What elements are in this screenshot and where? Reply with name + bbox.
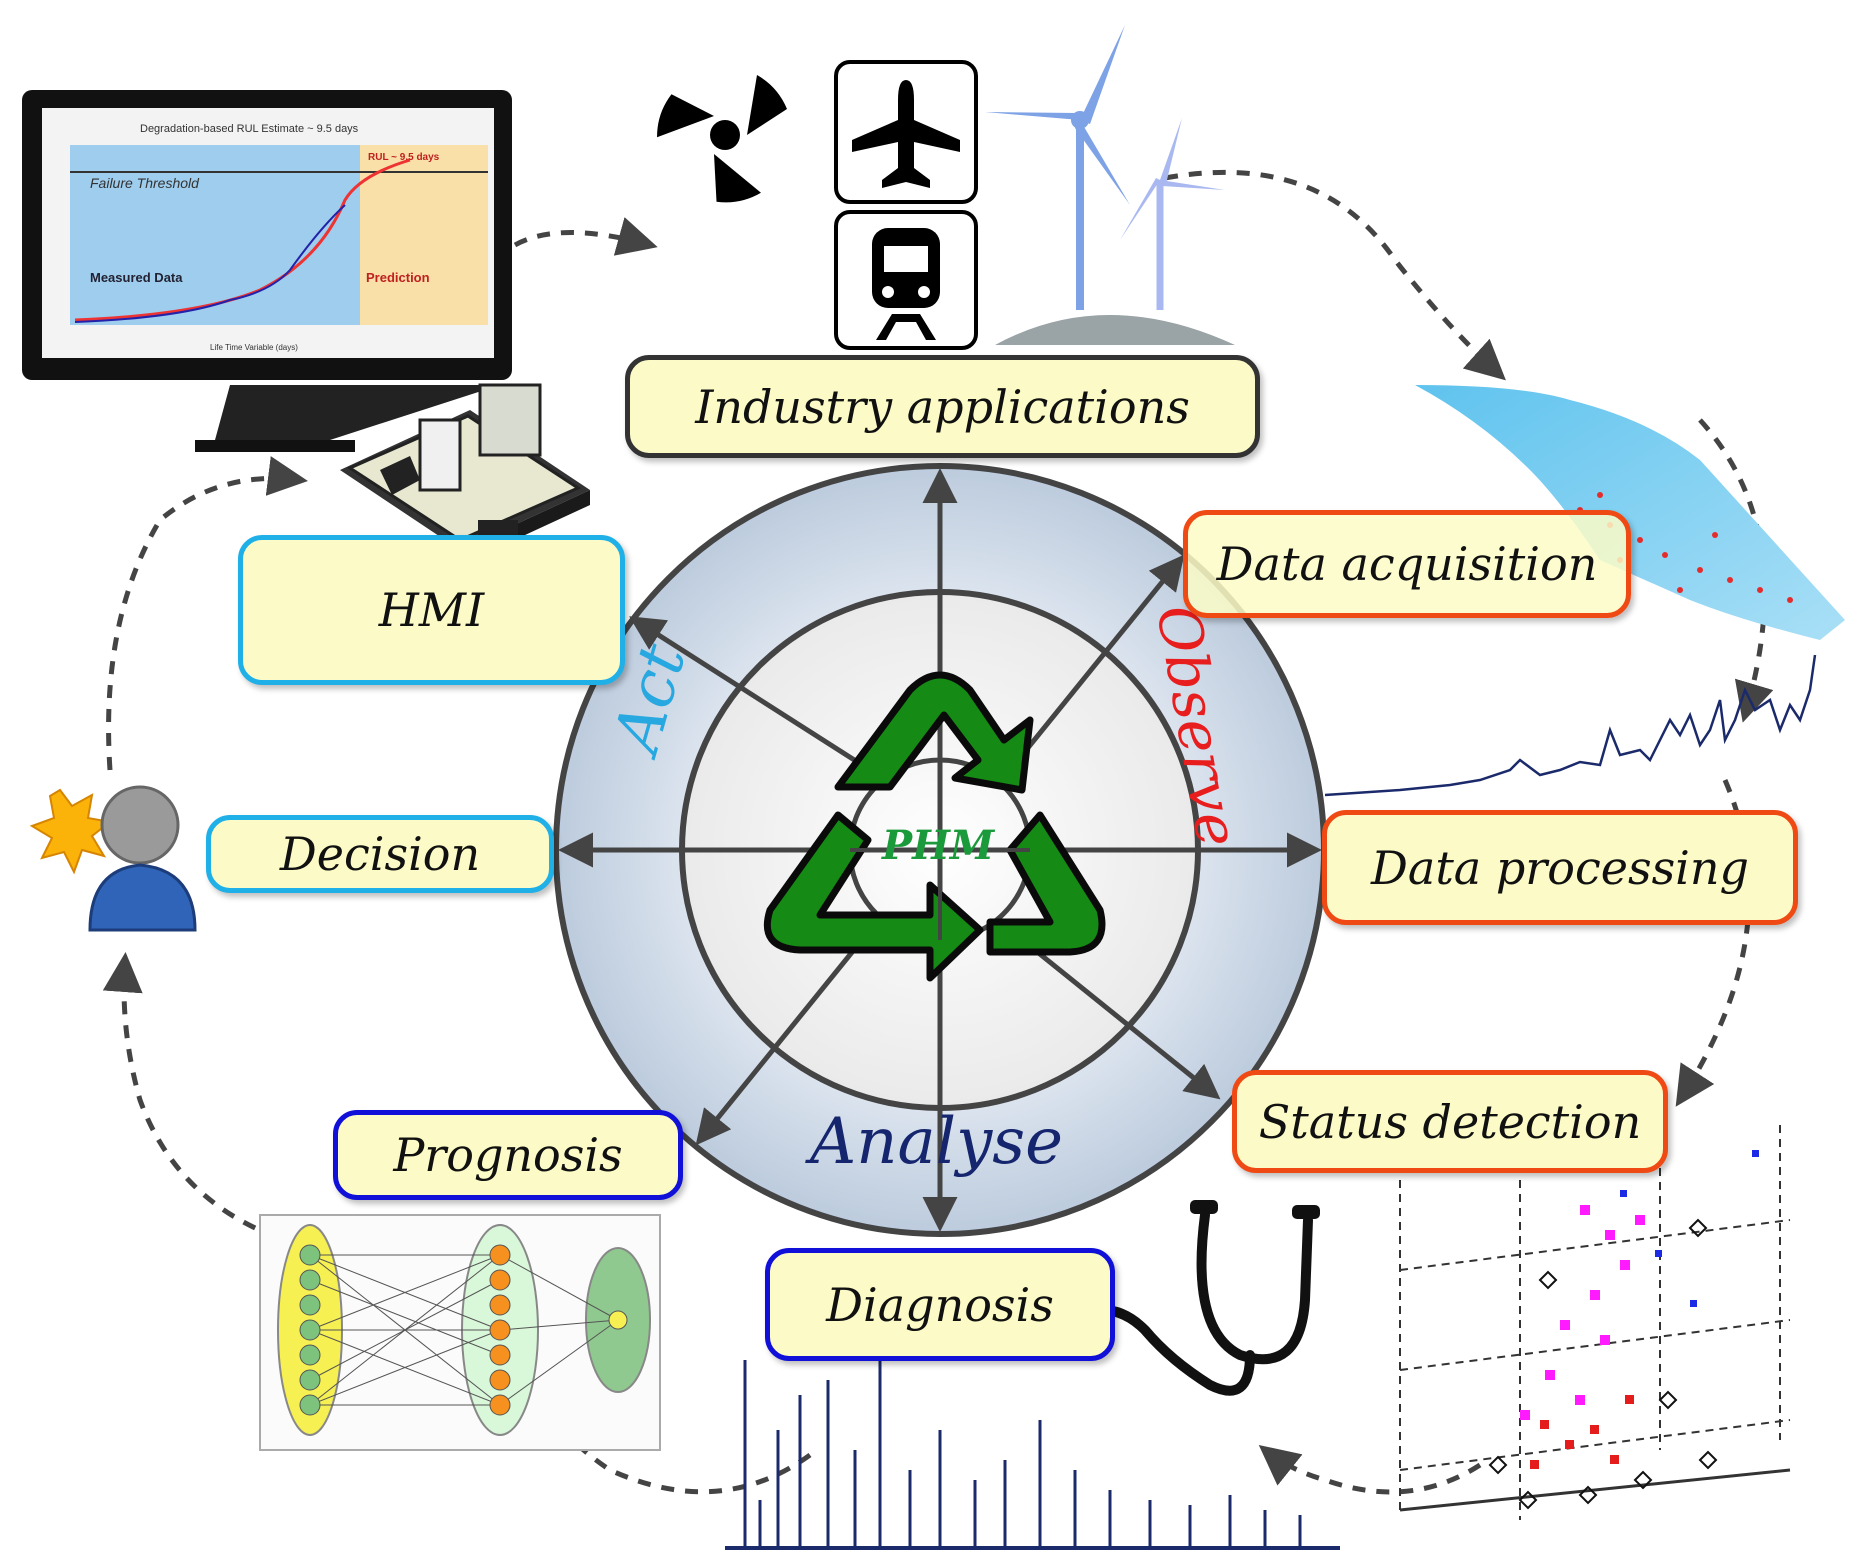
- airplane-icon: [834, 60, 978, 204]
- neural-network-icon: [259, 1214, 661, 1451]
- monitor-chart-text: Degradation-based RUL Estimate ~ 9.5 day…: [90, 123, 440, 352]
- box-status-detection[interactable]: Status detection: [1232, 1070, 1668, 1173]
- train-icon: [834, 210, 978, 350]
- trend-signal: [1324, 654, 1817, 797]
- user-alert-icon: [29, 785, 197, 932]
- box-decision[interactable]: Decision: [206, 815, 554, 893]
- box-diagnosis[interactable]: Diagnosis: [765, 1248, 1115, 1361]
- monitor-rul-label: RUL ~ 9.5 days: [368, 152, 440, 163]
- radiation-icon: [657, 75, 787, 203]
- scatter-3d: [1399, 1125, 1791, 1520]
- box-prognosis[interactable]: Prognosis: [333, 1110, 683, 1200]
- box-data-processing[interactable]: Data processing: [1322, 810, 1798, 925]
- inner-spoke-overlay: [850, 760, 1030, 940]
- monitor-xlabel: Life Time Variable (days): [210, 343, 298, 352]
- box-data-acquisition[interactable]: Data acquisition: [1183, 510, 1631, 618]
- monitor-prediction-label: Prediction: [366, 270, 430, 285]
- box-industry-applications[interactable]: Industry applications: [625, 355, 1260, 458]
- monitor-measured-label: Measured Data: [90, 270, 183, 285]
- control-desk-icon: [340, 383, 590, 565]
- label-phm: PHM: [882, 822, 995, 869]
- monitor-icon: [22, 90, 512, 452]
- label-analyse: Analyse: [810, 1105, 1063, 1179]
- monitor-chart-title: Degradation-based RUL Estimate ~ 9.5 day…: [140, 123, 359, 135]
- spectrum-plot: [725, 1360, 1340, 1550]
- box-hmi[interactable]: HMI: [238, 535, 625, 685]
- wind-turbine-icon: [985, 25, 1235, 345]
- monitor-threshold-label: Failure Threshold: [90, 175, 200, 191]
